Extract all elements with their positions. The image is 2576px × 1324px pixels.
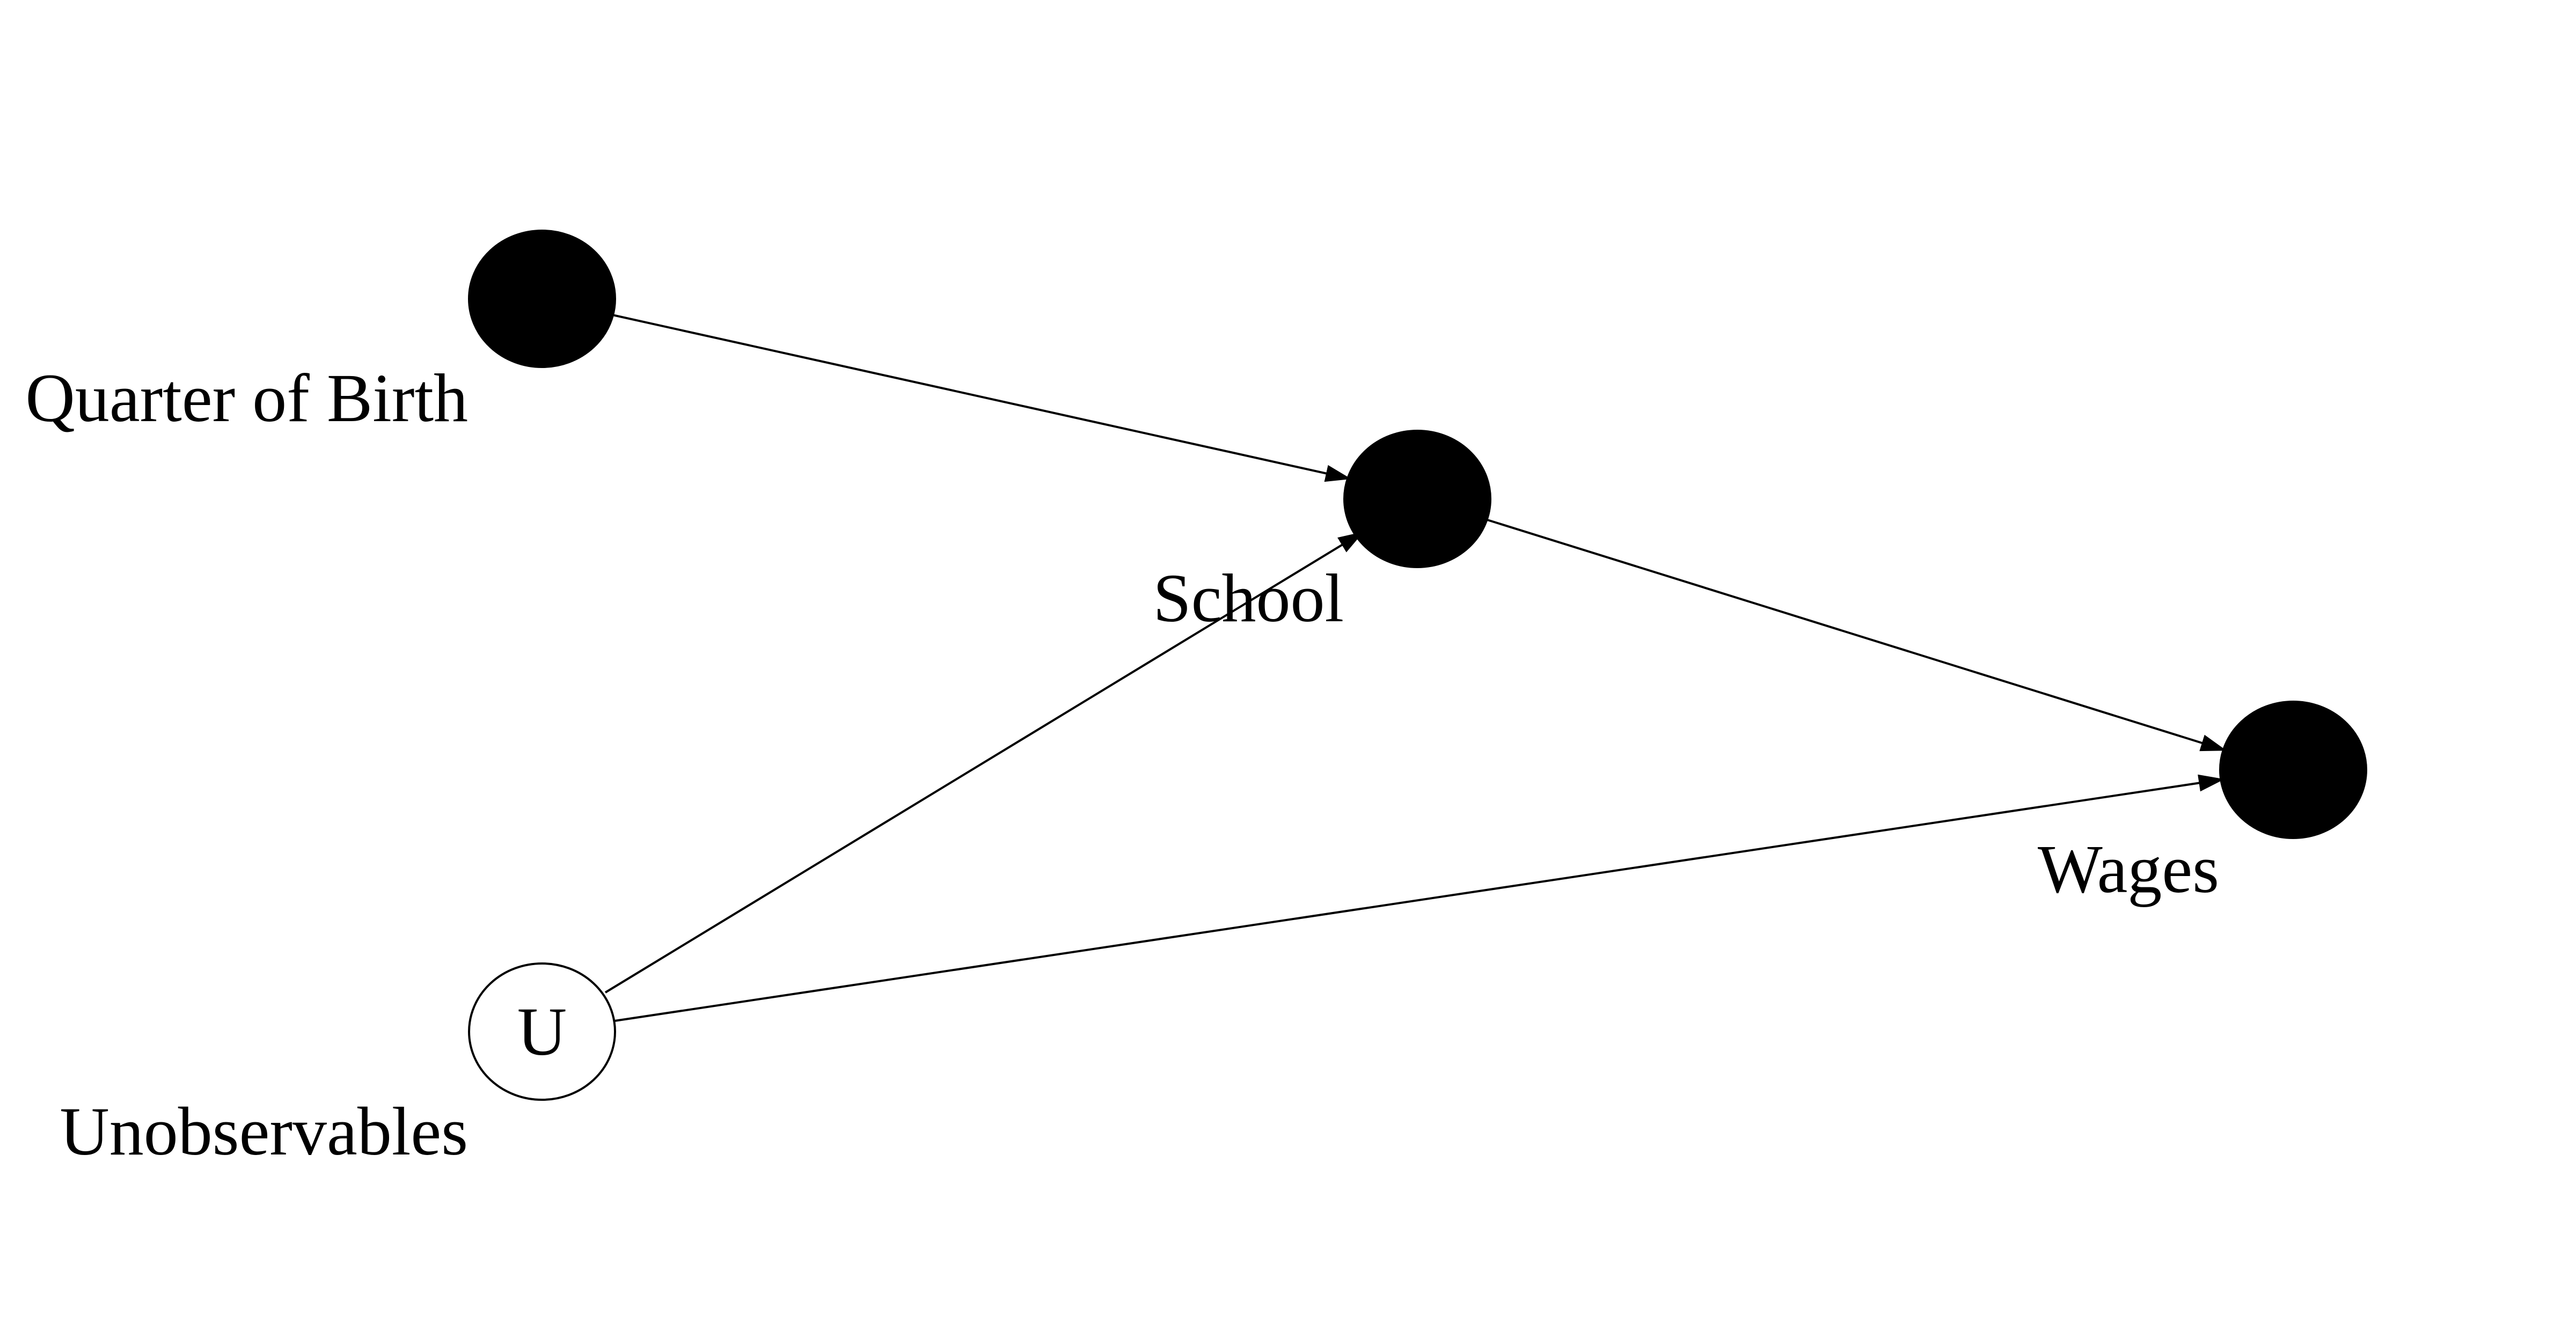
node-unobservables-circle (468, 962, 616, 1101)
node-wages: Wages (2038, 701, 2367, 907)
node-school-label: School (1153, 560, 1344, 636)
edge-quarter-of-birth-to-school (612, 314, 1351, 482)
node-school: School (1153, 430, 1491, 636)
node-unobservables-label: Unobservables (60, 1093, 468, 1169)
edges (604, 314, 2227, 1022)
edge-unobservables-to-school (604, 531, 1364, 994)
node-quarter-of-birth: Quarter of Birth (25, 230, 616, 436)
node-unobservables: U Unobservables (60, 962, 616, 1169)
edge-unobservables-to-wages (614, 774, 2224, 1022)
node-school-circle (1343, 430, 1491, 568)
node-quarter-of-birth-circle (468, 230, 616, 368)
edge-school-to-wages (1485, 518, 2227, 752)
node-wages-label: Wages (2038, 831, 2219, 907)
node-unobservables-symbol: U (517, 994, 567, 1070)
node-quarter-of-birth-label: Quarter of Birth (25, 360, 468, 436)
node-wages-circle (2219, 701, 2367, 839)
